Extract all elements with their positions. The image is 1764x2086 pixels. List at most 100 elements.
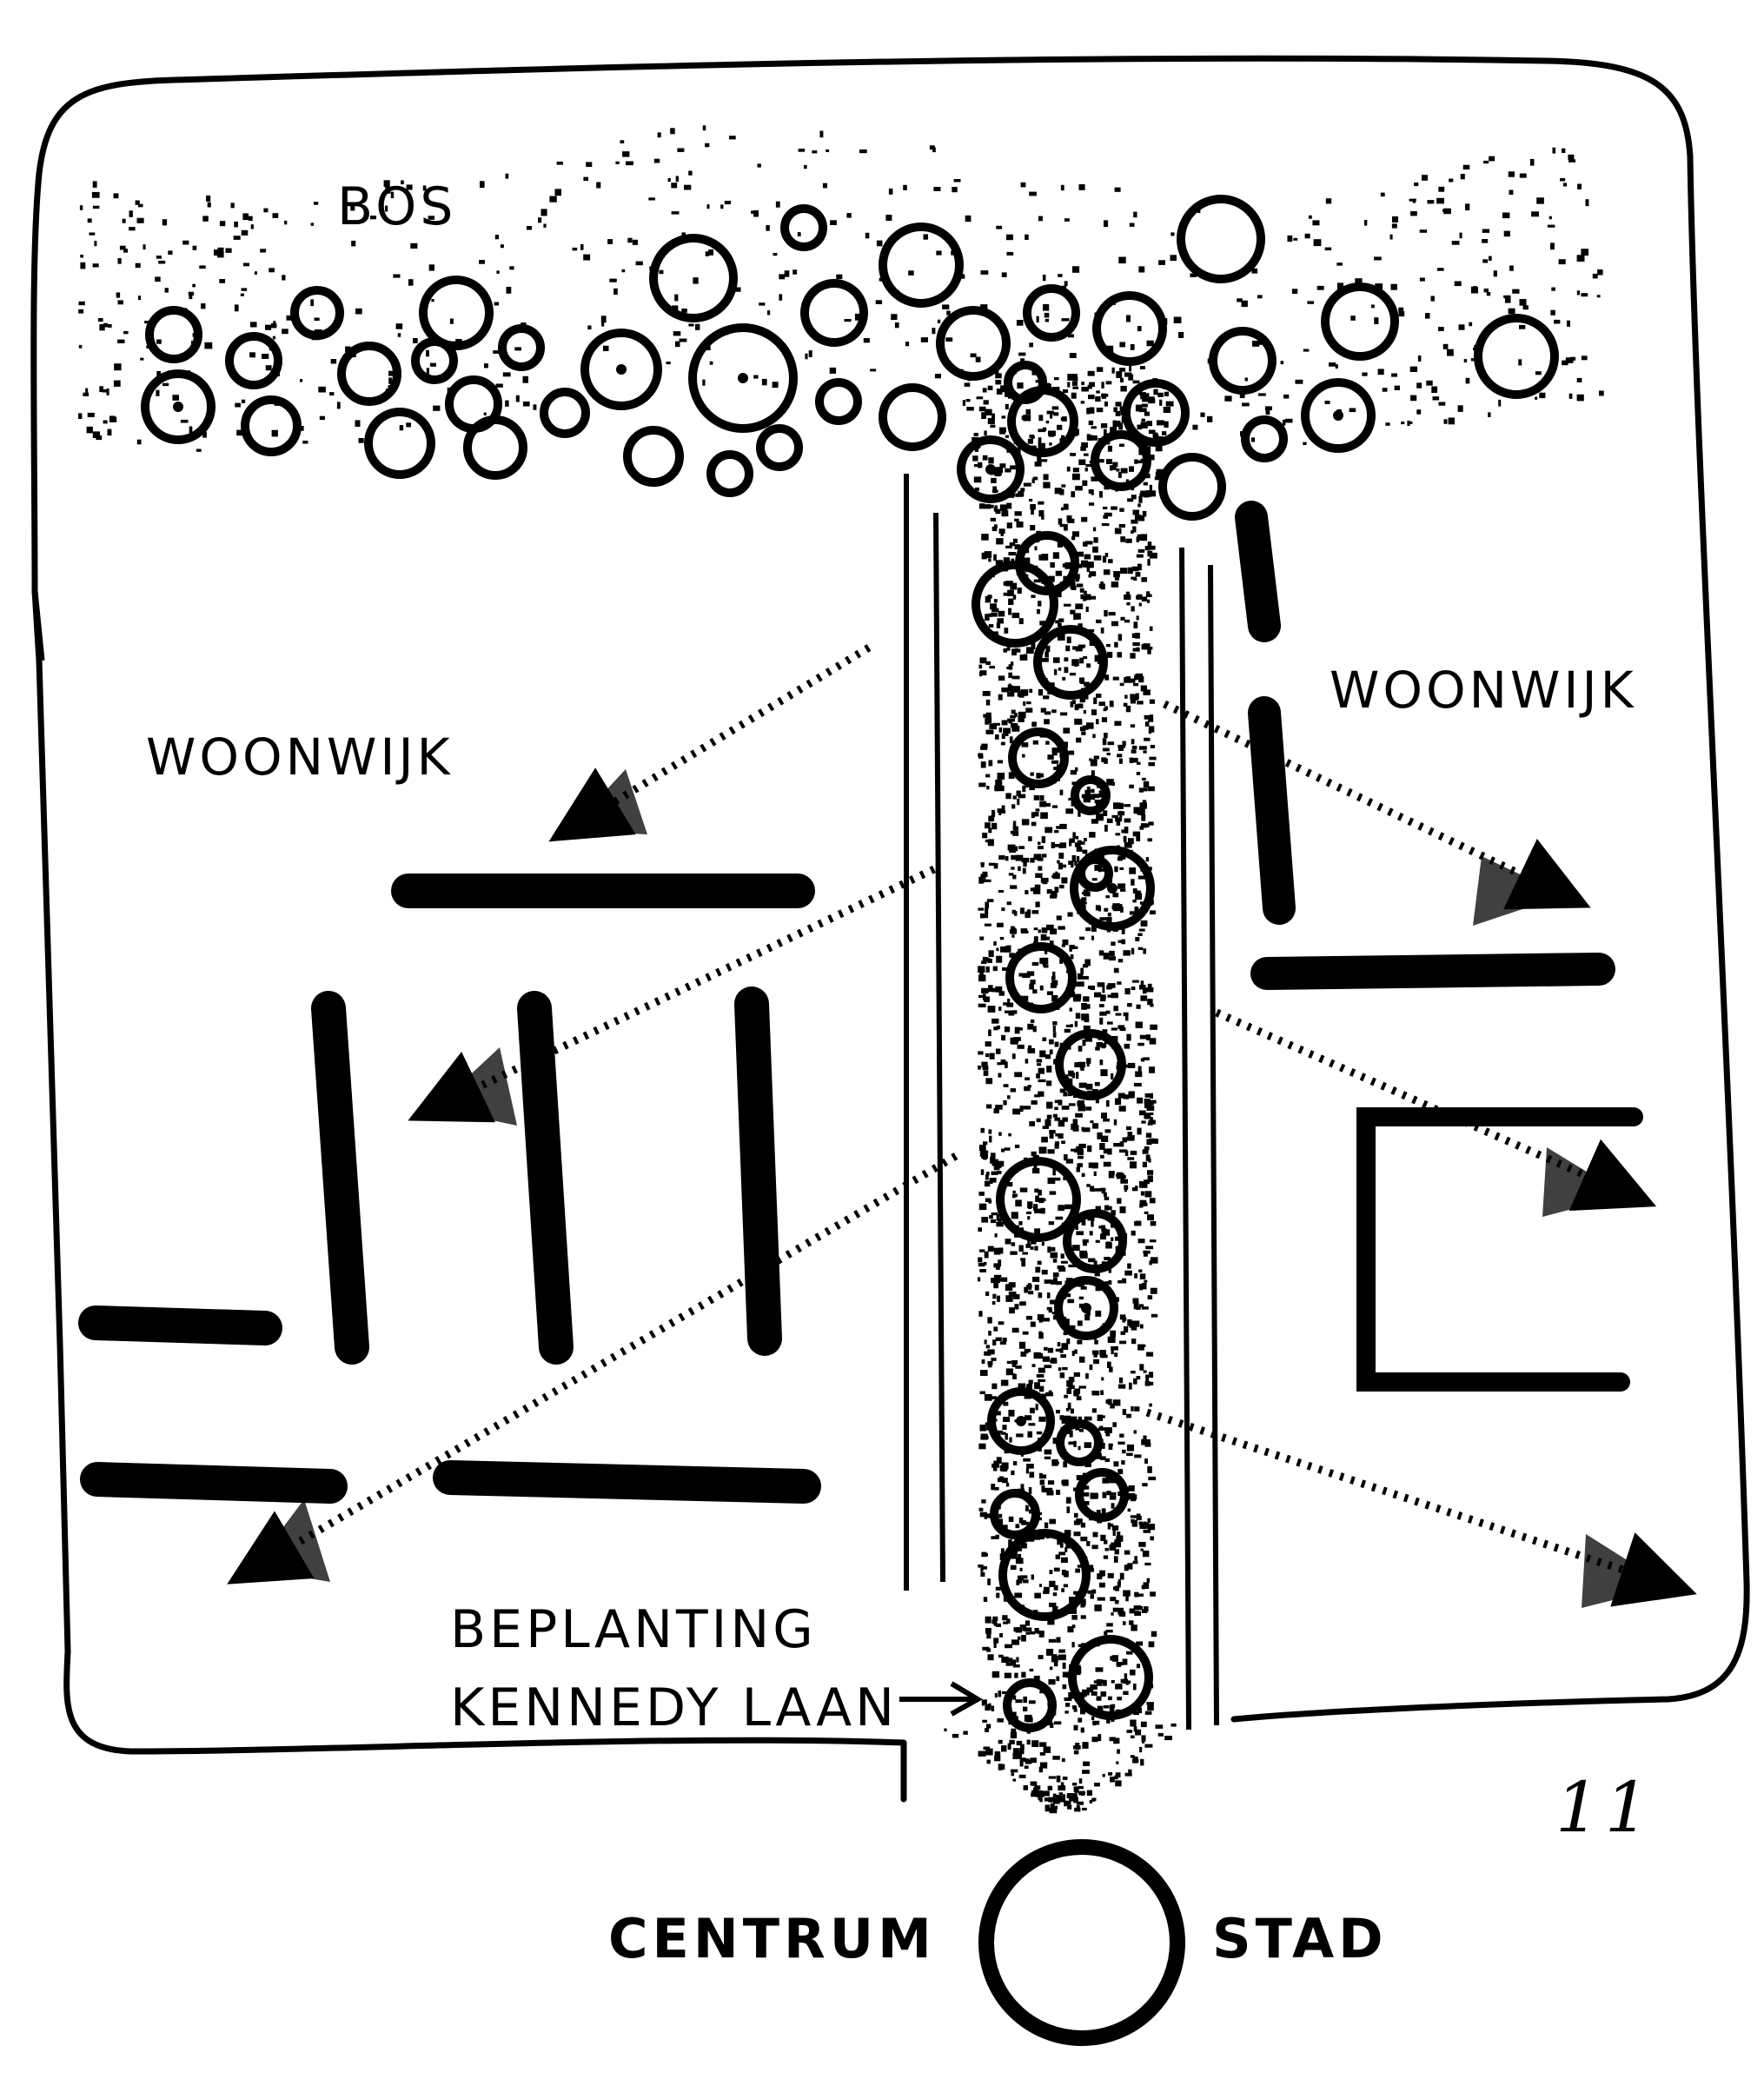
avenue-speck bbox=[1162, 431, 1167, 435]
avenue-speck bbox=[1141, 577, 1147, 582]
avenue-speck bbox=[1117, 1491, 1122, 1497]
forest-speck bbox=[773, 253, 778, 256]
avenue-speck bbox=[1140, 823, 1147, 828]
avenue-speck bbox=[1132, 888, 1137, 894]
forest-speck bbox=[431, 299, 434, 302]
avenue-speck bbox=[1036, 1073, 1040, 1079]
avenue-speck bbox=[1031, 1364, 1036, 1367]
avenue-speck bbox=[1084, 1015, 1090, 1023]
avenue-speck bbox=[1012, 1193, 1016, 1199]
avenue-speck bbox=[1030, 525, 1036, 531]
forest-speck bbox=[1462, 164, 1470, 169]
avenue-speck bbox=[1052, 1032, 1057, 1038]
forest-speck bbox=[1519, 324, 1526, 329]
forest-speck bbox=[759, 302, 766, 306]
avenue-speck bbox=[1104, 1229, 1111, 1236]
forest-speck bbox=[1503, 295, 1511, 299]
avenue-speck bbox=[1111, 941, 1116, 947]
avenue-speck bbox=[1081, 645, 1085, 648]
avenue-speck bbox=[1107, 1361, 1111, 1368]
avenue-speck bbox=[1127, 498, 1134, 502]
avenue-speck bbox=[1025, 1244, 1031, 1248]
forest-speck bbox=[1130, 344, 1135, 350]
forest-speck bbox=[709, 361, 713, 365]
forest-speck bbox=[587, 325, 592, 330]
avenue-speck bbox=[993, 1282, 998, 1289]
avenue-speck bbox=[1041, 927, 1048, 933]
avenue-speck bbox=[1018, 1341, 1026, 1349]
avenue-speck bbox=[1009, 953, 1015, 958]
avenue-speck bbox=[1084, 959, 1091, 967]
avenue-speck bbox=[1039, 1474, 1047, 1479]
forest-speck bbox=[1029, 191, 1037, 196]
forest-tree bbox=[756, 424, 803, 471]
avenue-speck bbox=[1131, 1371, 1136, 1374]
avenue-speck bbox=[1136, 1004, 1141, 1009]
avenue-speck bbox=[1018, 1518, 1024, 1524]
avenue-speck bbox=[997, 922, 1004, 927]
forest-speck bbox=[103, 322, 108, 328]
forest-speck bbox=[1518, 359, 1522, 366]
avenue-speck bbox=[1053, 844, 1061, 847]
forest-speck bbox=[1374, 317, 1379, 324]
avenue-speck bbox=[1069, 840, 1072, 847]
avenue-speck bbox=[1116, 371, 1123, 378]
avenue-speck bbox=[1099, 1017, 1104, 1025]
forest-speck bbox=[1582, 355, 1588, 361]
avenue-speck bbox=[998, 1430, 1003, 1433]
forest-speck bbox=[156, 339, 162, 344]
avenue-speck bbox=[985, 1748, 993, 1756]
avenue-speck bbox=[1102, 1773, 1105, 1777]
avenue-speck bbox=[1093, 555, 1102, 561]
building-right-vert-top bbox=[1235, 501, 1281, 642]
avenue-speck bbox=[1039, 795, 1044, 801]
avenue-speck bbox=[1017, 798, 1020, 806]
avenue-speck bbox=[1011, 804, 1016, 809]
forest-speck bbox=[155, 276, 161, 282]
avenue-speck bbox=[1046, 991, 1053, 995]
forest-speck bbox=[1426, 380, 1433, 386]
avenue-speck bbox=[1089, 1799, 1092, 1804]
forest-speck bbox=[136, 217, 144, 223]
avenue-speck bbox=[1089, 502, 1095, 506]
road-line-left-inner bbox=[933, 512, 945, 1583]
avenue-speck bbox=[1058, 1649, 1065, 1653]
avenue-speck bbox=[1031, 595, 1036, 598]
forest-speck bbox=[621, 269, 626, 273]
avenue-speck bbox=[1020, 1301, 1026, 1306]
avenue-speck bbox=[978, 1751, 986, 1757]
avenue-speck bbox=[1117, 1279, 1123, 1284]
avenue-speck bbox=[1070, 1416, 1076, 1423]
avenue-speck bbox=[1092, 734, 1096, 739]
forest-speck bbox=[189, 426, 193, 434]
forest-speck bbox=[1113, 407, 1118, 413]
avenue-speck bbox=[1147, 1524, 1156, 1531]
forest-speck bbox=[784, 270, 790, 277]
avenue-speck bbox=[1073, 1591, 1079, 1595]
avenue-speck bbox=[1098, 950, 1104, 956]
forest-speck bbox=[1325, 198, 1332, 204]
forest-speck bbox=[607, 239, 613, 244]
avenue-speck bbox=[999, 431, 1005, 435]
avenue-speck bbox=[1050, 1252, 1058, 1259]
avenue-speck bbox=[978, 974, 986, 982]
avenue-speck bbox=[994, 524, 998, 528]
avenue-speck bbox=[1047, 1347, 1054, 1353]
forest-speck bbox=[775, 201, 780, 208]
avenue-speck bbox=[1150, 714, 1154, 720]
avenue-speck bbox=[1149, 1113, 1154, 1115]
avenue-speck bbox=[1149, 1372, 1154, 1378]
avenue-speck bbox=[1126, 1565, 1132, 1570]
avenue-speck bbox=[1144, 1191, 1152, 1198]
forest-speck bbox=[1427, 200, 1435, 204]
avenue-speck bbox=[1142, 987, 1147, 994]
avenue-speck bbox=[1117, 1607, 1124, 1615]
avenue-speck bbox=[1058, 853, 1064, 859]
avenue-speck bbox=[1133, 1082, 1142, 1087]
avenue-speck bbox=[978, 966, 985, 973]
forest-speck bbox=[1410, 395, 1417, 402]
avenue-speck bbox=[1107, 741, 1115, 746]
forest-speck bbox=[1581, 293, 1588, 297]
avenue-speck bbox=[1147, 1170, 1154, 1175]
avenue-speck bbox=[1137, 1605, 1144, 1611]
